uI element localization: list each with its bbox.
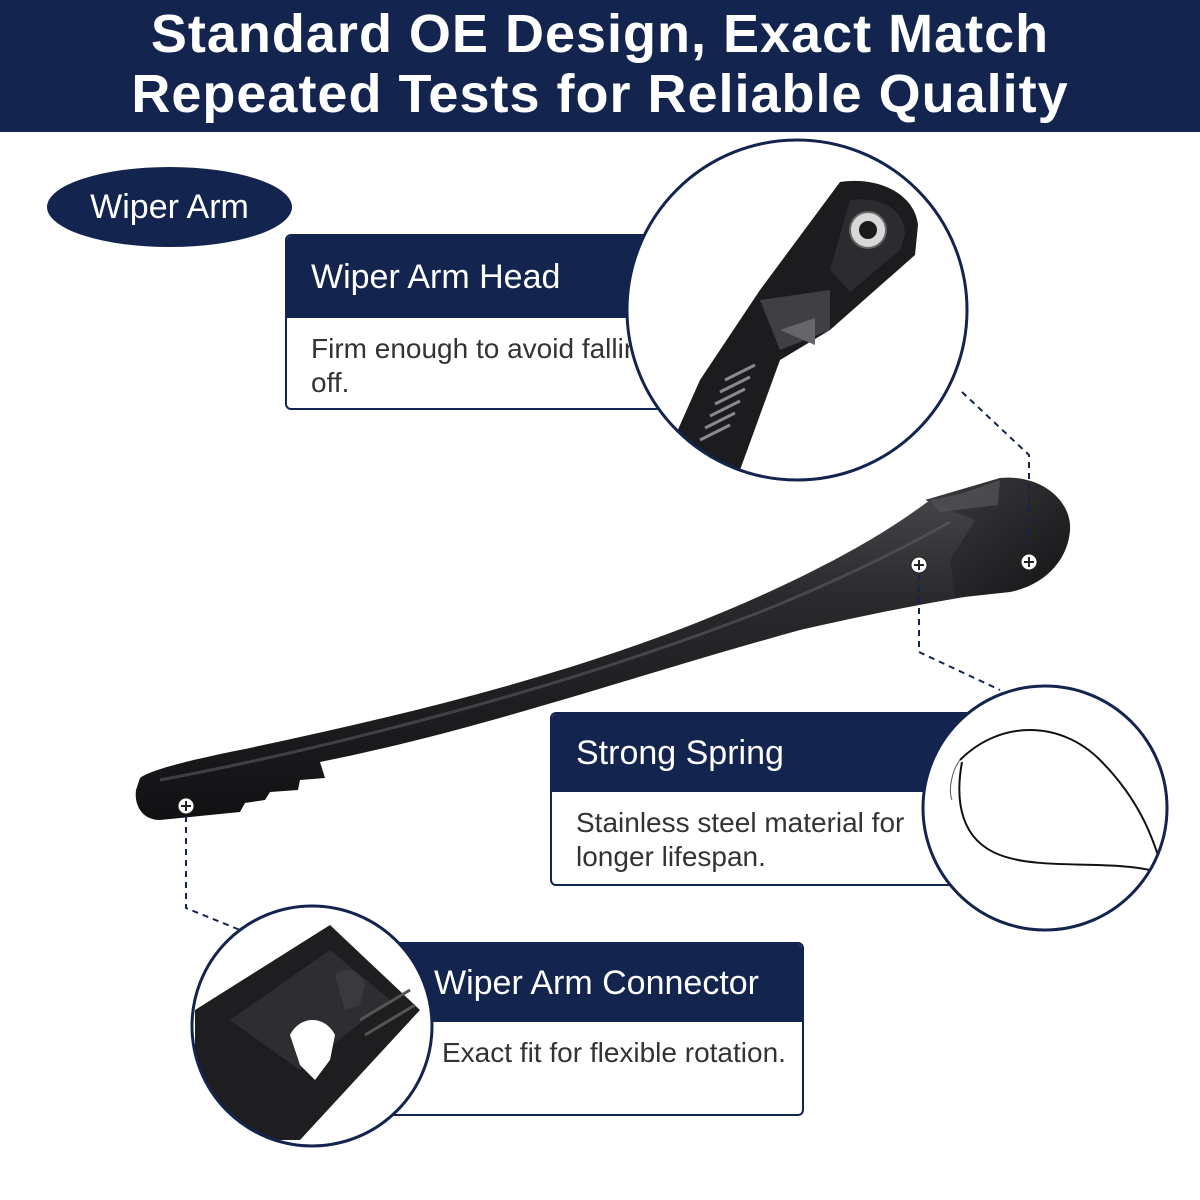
screw-marker-icon — [1020, 553, 1038, 571]
screw-marker-icon — [910, 556, 928, 574]
feature-description: Firm enough to avoid falling off. — [311, 333, 655, 398]
product-label-pill: Wiper Arm — [47, 167, 292, 247]
leader-line-head — [961, 391, 1030, 553]
feature-description: Exact fit for flexible rotation. — [442, 1037, 786, 1068]
leader-line-connector — [185, 816, 241, 931]
screw-marker-icon — [177, 797, 195, 815]
feature-description: Stainless steel material for longer life… — [576, 807, 905, 872]
header-banner: Standard OE Design, Exact Match Repeated… — [0, 0, 1200, 132]
wiper-arm-body — [135, 478, 1010, 820]
feature-title: Wiper Arm Head — [287, 236, 677, 318]
feature-title: Wiper Arm Connector — [372, 944, 802, 1022]
feature-card-connector: Wiper Arm Connector Exact fit for flexib… — [370, 942, 804, 1116]
feature-title: Strong Spring — [552, 714, 992, 792]
feature-card-spring: Strong Spring Stainless steel material f… — [550, 712, 994, 886]
wiper-arm-ridge — [159, 520, 951, 782]
banner-line-2: Repeated Tests for Reliable Quality — [131, 64, 1069, 124]
banner-line-1: Standard OE Design, Exact Match — [150, 4, 1050, 64]
leader-line-spring — [918, 575, 1001, 691]
feature-card-head: Wiper Arm Head Firm enough to avoid fall… — [285, 234, 679, 410]
